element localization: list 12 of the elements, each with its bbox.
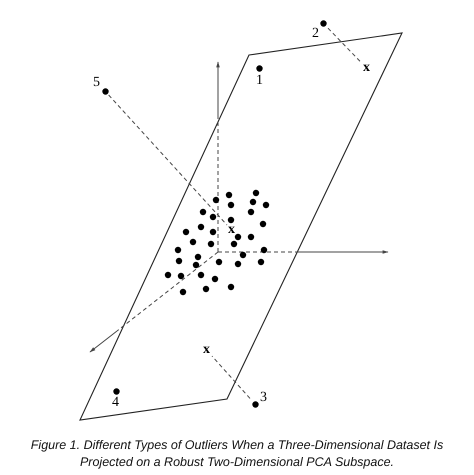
projection-line [108, 94, 228, 226]
point-number: 4 [112, 396, 119, 410]
projection-mark: x [203, 343, 210, 357]
projection-mark: x [228, 223, 235, 237]
point-number: 5 [93, 76, 100, 90]
point-number: 3 [260, 391, 267, 405]
figure-caption: Figure 1. Different Types of Outliers When a Three-Dimensional Dataset Is Projected on a Robust Two-Dimensional PCA Subspace. [30, 437, 444, 471]
projection-line [212, 356, 250, 399]
projection-line [328, 28, 362, 64]
projection-mark: x [363, 61, 370, 75]
point-number: 1 [256, 74, 263, 88]
point-number: 2 [312, 27, 319, 41]
